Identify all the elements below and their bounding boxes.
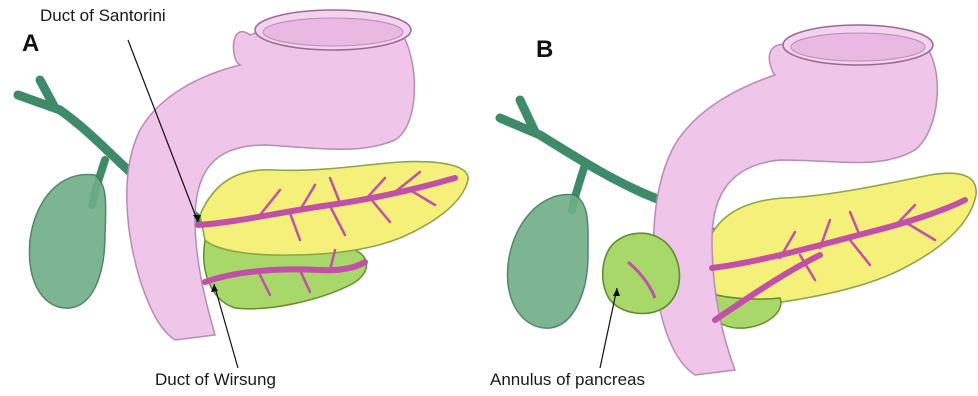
gallbladder-a (29, 174, 105, 308)
gallbladder-b (508, 195, 589, 329)
panel-b-drawing (500, 25, 976, 375)
label-duct-santorini: Duct of Santorini (40, 6, 166, 26)
panel-a-drawing (18, 10, 468, 368)
pancreas-a (200, 162, 468, 256)
label-annulus-of-pancreas: Annulus of pancreas (490, 370, 645, 390)
panel-letter-a: A (22, 30, 39, 58)
panel-letter-b: B (536, 36, 553, 64)
pointer-annulus (600, 288, 617, 368)
label-duct-wirsung: Duct of Wirsung (155, 370, 276, 390)
